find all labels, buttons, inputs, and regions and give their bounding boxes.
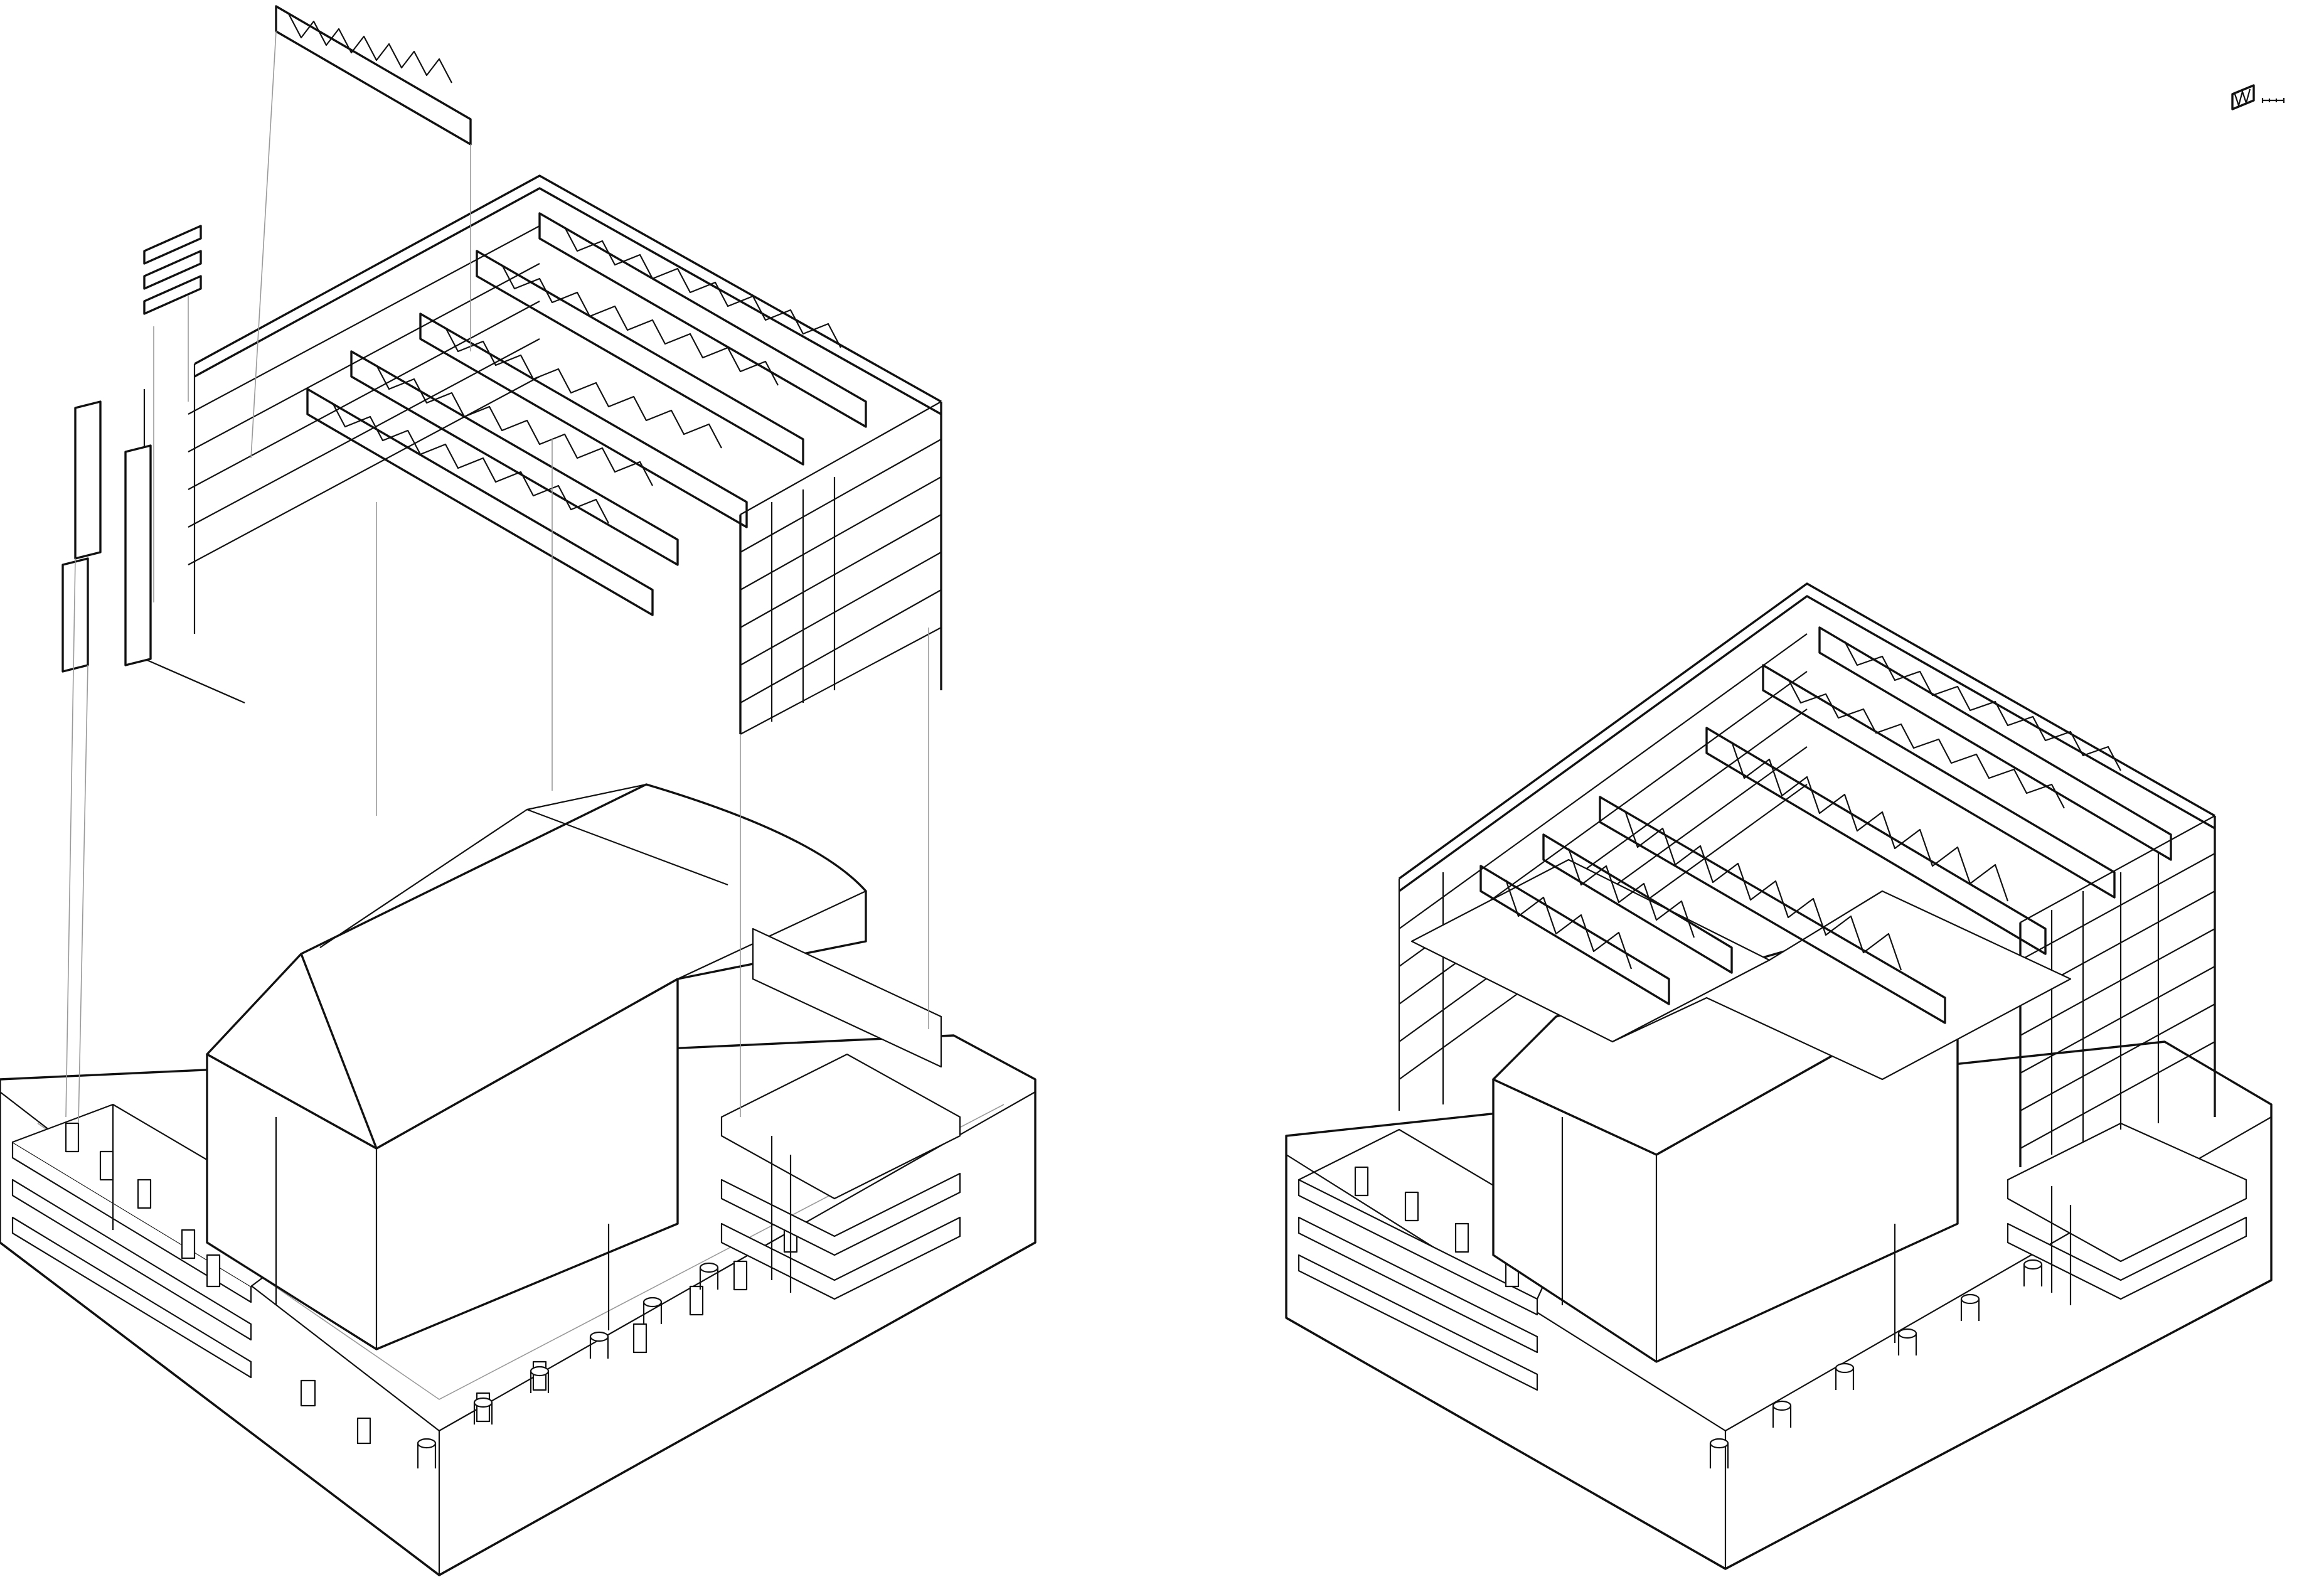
truss-5 <box>306 388 654 616</box>
assembled-truss-1 <box>1818 626 2172 861</box>
assembled-truss-3 <box>1705 727 2047 955</box>
auditorium-volume <box>206 783 942 1350</box>
assembled-decks-left <box>1298 1128 1570 1391</box>
truss-2 <box>476 250 804 466</box>
parking-decks-right <box>720 1053 961 1300</box>
scale-bar-icon <box>2261 98 2285 103</box>
exploded-roof-frame <box>143 174 942 735</box>
assembled-trusses <box>1479 626 2172 1024</box>
assembled-piles <box>1709 1259 2043 1468</box>
truss-miniature-icon <box>2231 84 2255 110</box>
assembled-truss-2 <box>1762 664 2116 899</box>
exploded-trusses <box>306 212 867 616</box>
truss-1 <box>538 212 867 428</box>
exploded-members <box>61 225 202 1124</box>
assembled-roof-slab <box>1410 858 2072 1081</box>
assembled-truss-4 <box>1599 796 1946 1024</box>
truss-3 <box>419 313 748 528</box>
exploded-axonometric-view <box>0 5 1037 1576</box>
assembled-decks-right <box>2007 1122 2247 1305</box>
truss-4 <box>350 350 679 566</box>
assembled-truss-5 <box>1542 833 1733 974</box>
assembled-truss-6 <box>1479 865 1670 1005</box>
piles <box>417 1262 719 1468</box>
assembled-axonometric-view <box>1285 582 2273 1570</box>
exploded-guide-lines <box>376 439 929 1117</box>
exploded-top-truss <box>250 5 472 459</box>
